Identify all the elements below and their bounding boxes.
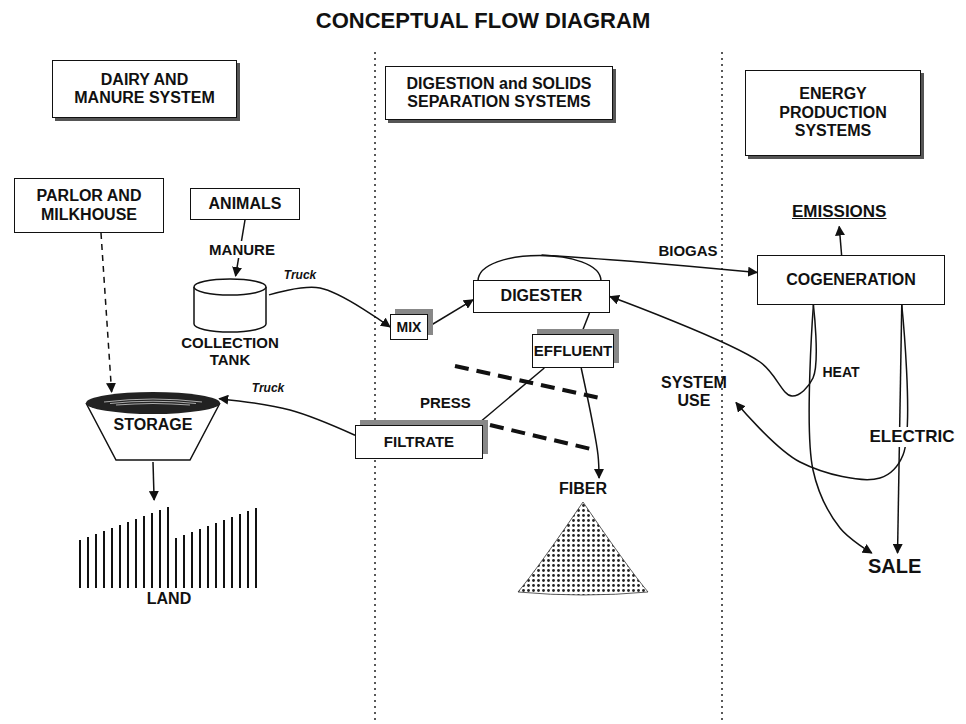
crop-field bbox=[76, 502, 262, 590]
connector-label: ELECTRIC bbox=[868, 427, 957, 447]
flow-connector bbox=[809, 305, 872, 553]
connector-label: BIOGAS bbox=[656, 242, 719, 259]
flow-connector bbox=[269, 287, 390, 327]
node-text: DIGESTION and SOLIDS SEPARATION SYSTEMS bbox=[404, 75, 594, 112]
system-use-output: SYSTEM USE bbox=[652, 372, 736, 413]
press-symbol bbox=[490, 425, 595, 450]
land-field: LAND bbox=[76, 500, 262, 612]
connector-label: Truck bbox=[282, 268, 318, 282]
node-text: SALE bbox=[868, 555, 921, 578]
flow-connector bbox=[477, 368, 545, 425]
flow-connector bbox=[153, 462, 154, 500]
flow-connector bbox=[428, 300, 473, 327]
flow-connector bbox=[839, 227, 841, 255]
flow-connector bbox=[542, 255, 758, 273]
node-text: LAND bbox=[147, 590, 191, 608]
node-text: FIBER bbox=[559, 480, 607, 498]
process-label: PRESS bbox=[418, 394, 473, 411]
cogeneration-box: COGENERATION bbox=[757, 255, 945, 305]
flow-connector bbox=[581, 368, 599, 478]
node-text: ANIMALS bbox=[209, 195, 282, 213]
diagram-title: CONCEPTUAL FLOW DIAGRAM bbox=[0, 8, 966, 34]
node-text: EFFLUENT bbox=[534, 342, 612, 359]
digester-dome bbox=[474, 253, 605, 281]
emissions-output: EMISSIONS bbox=[790, 200, 888, 224]
node-text: COLLECTION TANK bbox=[176, 334, 284, 369]
flow-connector bbox=[101, 233, 112, 392]
tank-symbol bbox=[192, 278, 268, 334]
node-text: DAIRY AND MANURE SYSTEM bbox=[71, 71, 218, 108]
node-text: EMISSIONS bbox=[792, 202, 886, 222]
sale-output: SALE bbox=[866, 553, 923, 580]
flow-connector bbox=[736, 305, 908, 480]
section-header: ENERGY PRODUCTION SYSTEMS bbox=[745, 70, 921, 156]
filtrate-box: FILTRATE bbox=[355, 425, 483, 459]
process-box: ANIMALS bbox=[190, 188, 300, 220]
connector-label: MANURE bbox=[207, 241, 277, 258]
node-text: ENERGY PRODUCTION SYSTEMS bbox=[764, 85, 902, 140]
flow-connector bbox=[219, 399, 355, 436]
node-text: MIX bbox=[397, 319, 422, 335]
node-text: DIGESTER bbox=[501, 287, 583, 305]
storage-pond: STORAGE bbox=[84, 390, 222, 462]
column-divider bbox=[374, 52, 376, 724]
fiber-pile: FIBER bbox=[516, 478, 650, 602]
connector-label: Truck bbox=[250, 381, 286, 395]
collection-tank: COLLECTION TANK bbox=[174, 276, 286, 371]
digester-tank: DIGESTER bbox=[473, 280, 610, 313]
effluent-box: EFFLUENT bbox=[532, 334, 614, 368]
process-box: PARLOR AND MILKHOUSE bbox=[14, 178, 164, 233]
fiber-pile bbox=[516, 498, 650, 596]
mix-box: MIX bbox=[390, 314, 428, 340]
node-text: COGENERATION bbox=[786, 271, 915, 289]
section-header: DIGESTION and SOLIDS SEPARATION SYSTEMS bbox=[385, 66, 613, 120]
node-text: STORAGE bbox=[114, 416, 193, 434]
connector-label: HEAT bbox=[820, 364, 861, 380]
node-text: SYSTEM USE bbox=[654, 374, 734, 411]
flow-connector bbox=[581, 313, 589, 334]
node-text: PARLOR AND MILKHOUSE bbox=[25, 187, 153, 224]
node-text: FILTRATE bbox=[384, 433, 454, 450]
section-header: DAIRY AND MANURE SYSTEM bbox=[52, 60, 237, 118]
